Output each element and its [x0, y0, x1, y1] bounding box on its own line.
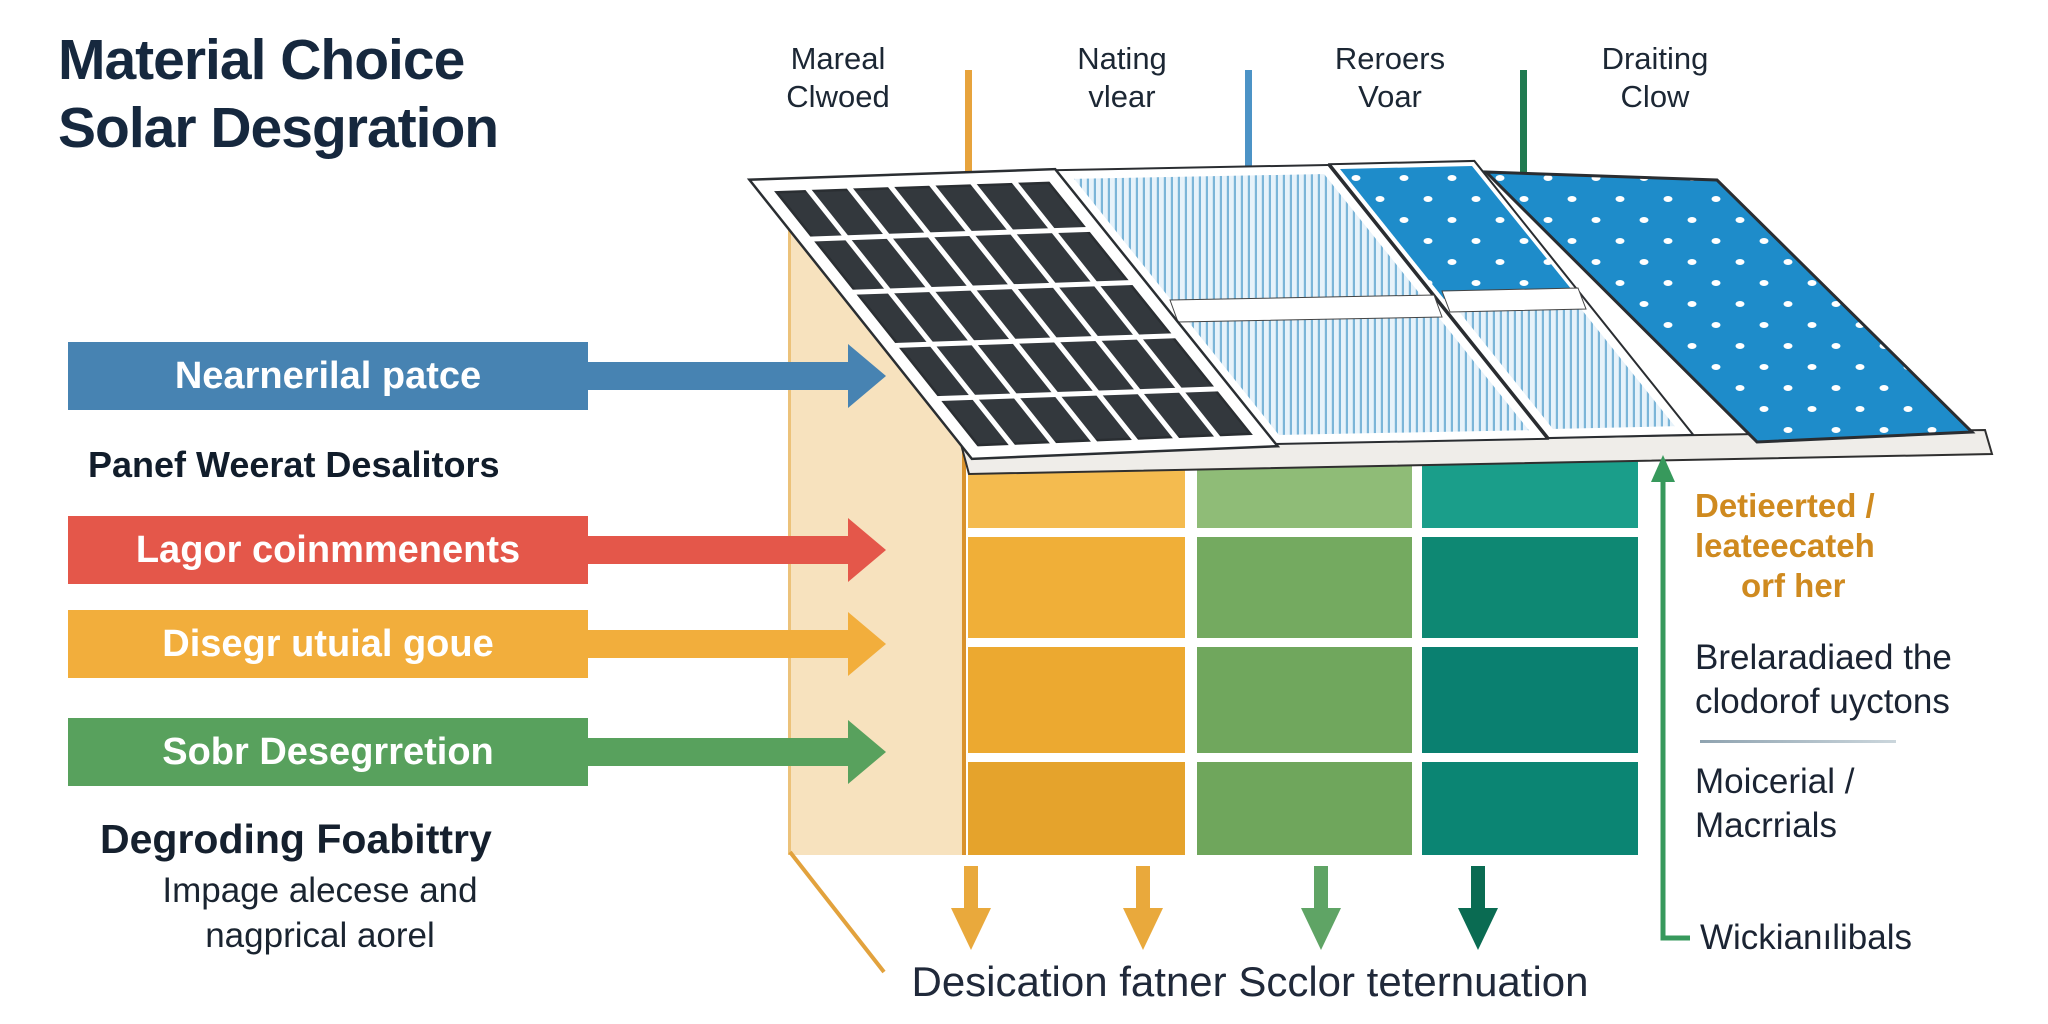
- wall-edge-line: [962, 396, 966, 855]
- solar-panel-dark: [746, 167, 1281, 461]
- bottom-arrow-4-icon: [1458, 866, 1498, 950]
- title-line-1: Material Choice: [58, 28, 465, 92]
- side-up-arrow-icon: [1651, 455, 1690, 941]
- right-divider-line: [1700, 740, 1896, 743]
- top-label-3: Reroers Voar: [1280, 40, 1500, 116]
- footer-subtext-line1: Impage alecese and: [162, 871, 478, 910]
- top-label-4-line1: Draiting: [1601, 41, 1709, 76]
- green-column-cell-4: [1197, 762, 1412, 855]
- teal-column-cell-4: [1422, 762, 1638, 855]
- green-arrow-icon: [588, 720, 886, 784]
- top-label-4: Draiting Clow: [1545, 40, 1765, 116]
- footer-subtext: Impage alecese and nagprical aorel: [60, 868, 580, 958]
- right-highlight-line2: leateecateh: [1695, 527, 1875, 564]
- bar-green: Sobr Desegrretion: [68, 718, 588, 786]
- bar-yellow-label: Disegr utuial goue: [162, 622, 494, 665]
- page-title: Material Choice Solar Desgration: [58, 26, 499, 162]
- footer-subtext-line2: nagprical aorel: [205, 916, 435, 955]
- top-label-3-line2: Voar: [1358, 79, 1422, 114]
- right-paragraph-2-line1: Moicerial /: [1695, 762, 1855, 801]
- blue-tick: [1245, 70, 1252, 176]
- panel-mid-rail: [1441, 287, 1587, 313]
- note-panef: Panef Weerat Desalitors: [88, 444, 500, 485]
- bar-blue-label: Nearnerilal patce: [174, 354, 482, 397]
- bar-red: Lagor coinmmenents: [68, 516, 588, 584]
- red-arrow-icon: [588, 518, 886, 582]
- top-label-1-line2: Clwoed: [786, 79, 890, 114]
- top-label-1-line1: Mareal: [790, 41, 886, 76]
- right-paragraph-2: Moicerial / Macrrials: [1695, 760, 1854, 848]
- diagonal-callout-line: [788, 850, 886, 974]
- panel-mid-rail: [1169, 294, 1443, 323]
- right-paragraph-2-line2: Macrrials: [1695, 806, 1837, 845]
- orange-column-cell-3: [968, 647, 1185, 753]
- right-paragraph-1-line2: clodorof uyctons: [1695, 682, 1950, 721]
- footer-heading: Degroding Foabittry: [100, 816, 492, 862]
- solar-panel-mixed: [1327, 159, 1696, 440]
- right-highlight-line3: orf her: [1741, 567, 1846, 604]
- top-label-2-line1: Nating: [1077, 41, 1167, 76]
- orange-column-cell-2: [968, 537, 1185, 638]
- blue-arrow-icon: [588, 344, 886, 408]
- bar-green-label: Sobr Desegrretion: [162, 730, 494, 773]
- orange-tick: [965, 70, 972, 176]
- bar-blue: Nearnerilal patce: [68, 342, 588, 410]
- right-paragraph-1-line1: Brelaradiaed the: [1695, 638, 1952, 677]
- yellow-arrow-icon: [588, 612, 886, 676]
- top-label-3-line1: Reroers: [1334, 41, 1446, 76]
- bar-red-label: Lagor coinmmenents: [135, 528, 521, 571]
- bottom-arrow-1-icon: [951, 866, 991, 950]
- bottom-arrow-3-icon: [1301, 866, 1341, 950]
- bottom-caption: Desication fatner Scclor teternuation: [911, 958, 1589, 1005]
- title-line-2: Solar Desgration: [58, 96, 499, 160]
- right-highlight-text: Detieerted / leateecateh orf her: [1695, 486, 1875, 606]
- green-column-cell-3: [1197, 647, 1412, 753]
- green-column-cell-2: [1197, 537, 1412, 638]
- bar-yellow: Disegr utuial goue: [68, 610, 588, 678]
- top-label-1: Mareal Clwoed: [728, 40, 948, 116]
- solar-cell-grid: [802, 175, 1225, 453]
- teal-column-cell-1: [1422, 456, 1638, 528]
- top-label-2-line2: vlear: [1088, 79, 1156, 114]
- teal-column-cell-3: [1422, 647, 1638, 753]
- bottom-arrow-2-icon: [1123, 866, 1163, 950]
- green-tick: [1520, 70, 1527, 176]
- right-highlight-line1: Detieerted /: [1695, 487, 1875, 524]
- top-label-2: Nating vlear: [1012, 40, 1232, 116]
- teal-column-cell-2: [1422, 537, 1638, 638]
- top-label-4-line2: Clow: [1620, 79, 1690, 114]
- solar-panel-dotted-large: [1482, 170, 1976, 444]
- right-paragraph-1: Brelaradiaed the clodorof uyctons: [1695, 636, 1952, 724]
- solar-panel-striped: [1053, 163, 1550, 446]
- orange-column-cell-4: [968, 762, 1185, 855]
- right-footnote: Wickianılibals: [1700, 918, 1912, 957]
